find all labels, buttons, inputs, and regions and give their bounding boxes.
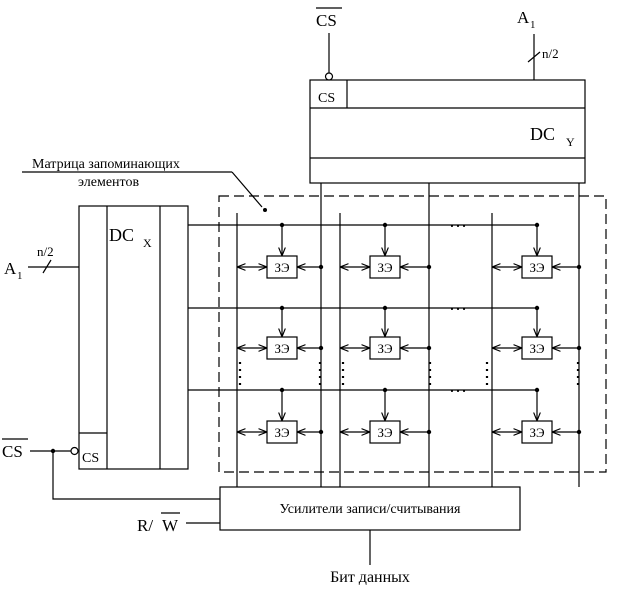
- storage-cell-grid: ЗЭ ЗЭ ЗЭ ЗЭ ЗЭ ЗЭ ЗЭ ЗЭ ЗЭ: [238, 222, 582, 444]
- a1-top-sub: 1: [530, 19, 536, 31]
- a1-left-input: A 1 n/2: [4, 244, 79, 282]
- cs-y-label: CS: [318, 91, 335, 106]
- row-lines: [188, 224, 537, 391]
- dc-x-decoder: DC X CS: [78, 205, 189, 470]
- rw-r-label: R/: [137, 516, 153, 535]
- data-bit-output: Бит данных: [330, 530, 410, 586]
- a1-top-label: A: [517, 8, 530, 27]
- cell-label: ЗЭ: [529, 260, 545, 275]
- cs-left-input: CS: [2, 438, 220, 500]
- dc-x-sub: X: [143, 236, 152, 250]
- a1-top-input: A 1 n/2: [517, 8, 559, 80]
- cs-x-label: CS: [82, 451, 99, 466]
- amp-label: Усилители записи/считывания: [280, 502, 461, 517]
- ellipsis-markers: … … …: [238, 211, 580, 396]
- storage-cell: ЗЭ: [341, 305, 432, 360]
- storage-cell: ЗЭ: [493, 305, 582, 360]
- matrix-label-line2: элементов: [78, 175, 139, 190]
- storage-cell: ЗЭ: [238, 222, 324, 279]
- cell-label: ЗЭ: [529, 341, 545, 356]
- dc-y-sub: Y: [566, 135, 575, 149]
- dc-y-decoder: CS DC Y: [309, 79, 586, 184]
- storage-cell: ЗЭ: [341, 222, 432, 279]
- storage-cell: ЗЭ: [341, 387, 432, 444]
- matrix-callout: Матрица запоминающих элементов: [22, 157, 267, 212]
- column-bus-lines: [236, 183, 580, 487]
- cell-label: ЗЭ: [377, 260, 393, 275]
- a1-left-label: A: [4, 259, 17, 278]
- ellipsis-horizontal: …: [449, 294, 467, 314]
- data-bit-label: Бит данных: [330, 569, 410, 586]
- storage-cell: ЗЭ: [238, 387, 324, 444]
- dc-x-label: DC: [109, 225, 134, 245]
- cs-top-input: CS: [316, 7, 342, 81]
- dc-y-label: DC: [530, 124, 555, 144]
- cs-top-inverter-icon: [324, 72, 334, 81]
- cell-label: ЗЭ: [274, 425, 290, 440]
- cell-label: ЗЭ: [377, 341, 393, 356]
- ellipsis-horizontal: …: [449, 211, 467, 231]
- cell-label: ЗЭ: [377, 425, 393, 440]
- a1-left-sub: 1: [17, 270, 23, 282]
- n2-left-label: n/2: [37, 244, 54, 259]
- ellipsis-horizontal: …: [449, 376, 467, 396]
- storage-cell: ЗЭ: [238, 305, 324, 360]
- cs-top-label: CS: [316, 11, 337, 30]
- storage-cell: ЗЭ: [493, 222, 582, 279]
- matrix-label-line1: Матрица запоминающих: [32, 157, 180, 172]
- rw-input: R/ W: [137, 512, 220, 535]
- storage-cell: ЗЭ: [493, 387, 582, 444]
- cs-left-label: CS: [2, 442, 23, 461]
- cell-label: ЗЭ: [274, 341, 290, 356]
- cell-label: ЗЭ: [529, 425, 545, 440]
- cs-left-inverter-icon: [70, 446, 79, 456]
- cell-label: ЗЭ: [274, 260, 290, 275]
- n2-top-label: n/2: [542, 46, 559, 61]
- matrix-boundary: [218, 195, 607, 473]
- read-write-amplifier: Усилители записи/считывания: [219, 486, 521, 531]
- rw-w-label: W: [162, 516, 179, 535]
